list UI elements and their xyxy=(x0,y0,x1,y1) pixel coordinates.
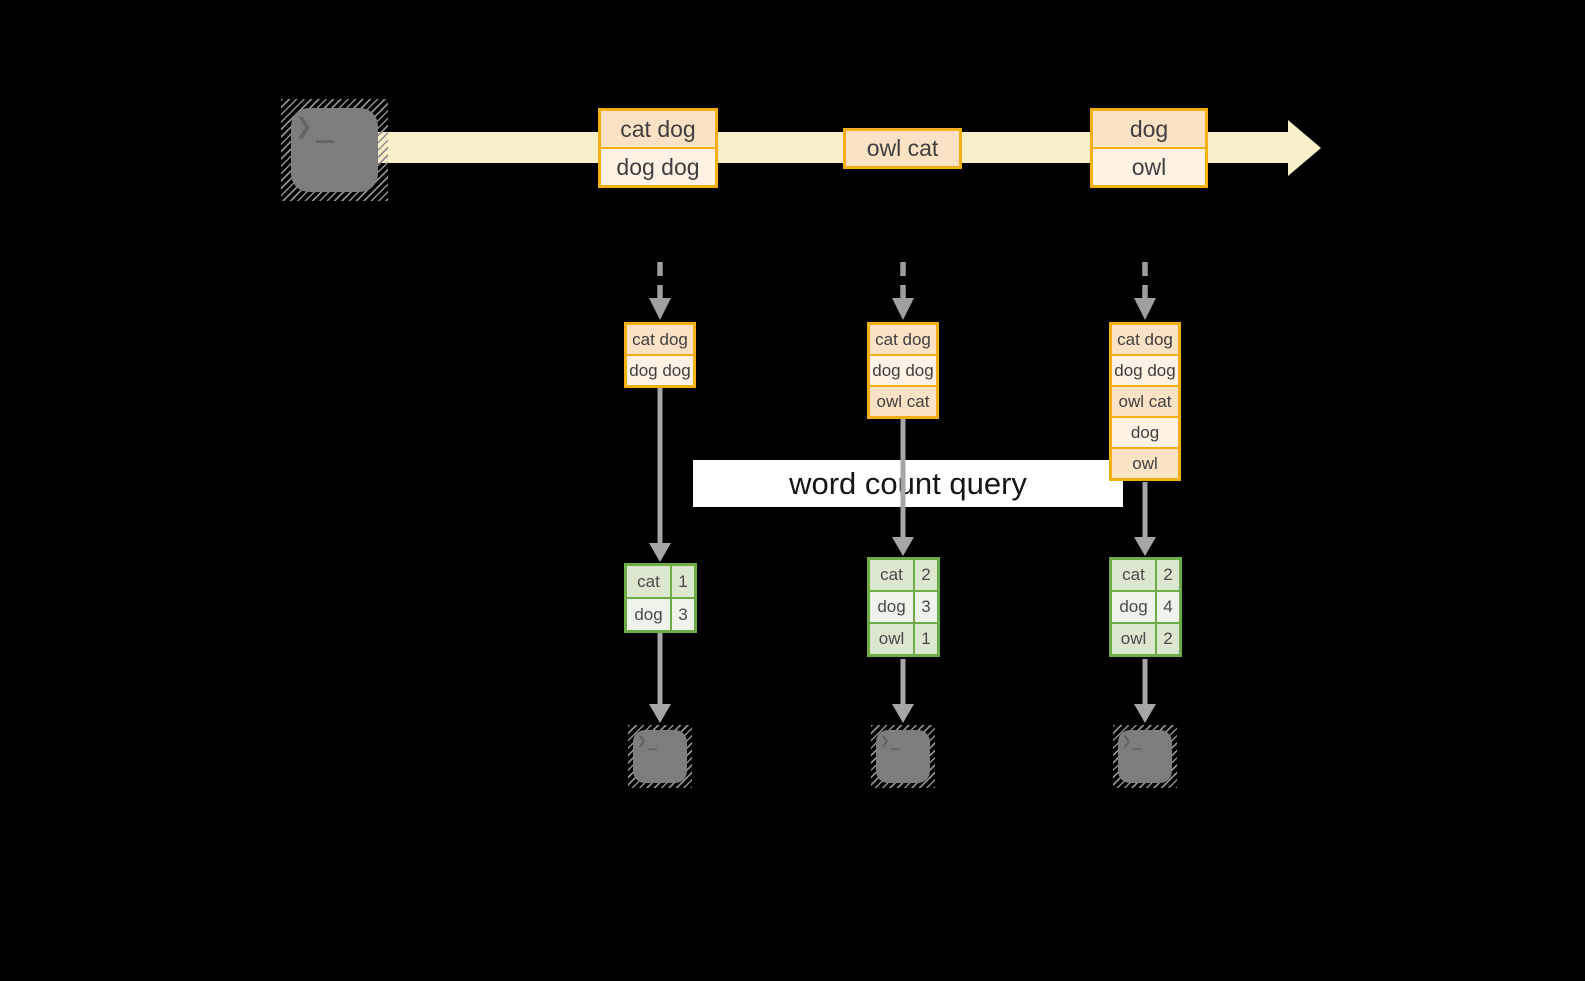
word-cell: dog xyxy=(870,592,913,622)
word-cell: cat xyxy=(1112,560,1155,590)
terminal-body xyxy=(633,730,687,783)
buffer-cell: cat dog xyxy=(870,325,936,354)
terminal-body xyxy=(876,730,930,783)
count-cell: 2 xyxy=(1157,560,1179,590)
output-terminal-icon-2: ❯_ xyxy=(871,725,935,788)
terminal-prompt-glyph: ❯_ xyxy=(295,109,338,144)
table-row: dog 4 xyxy=(1112,592,1179,622)
event-line: dog dog xyxy=(601,149,715,185)
count-table-3: cat 2 dog 4 owl 2 xyxy=(1109,557,1182,657)
terminal-prompt-glyph: ❯_ xyxy=(637,731,659,750)
count-cell: 1 xyxy=(915,624,937,654)
output-terminal-icon-3: ❯_ xyxy=(1113,725,1177,788)
buffer-cell: owl cat xyxy=(870,387,936,416)
buffer-cell: dog dog xyxy=(627,356,693,385)
word-count-query-banner: word count query xyxy=(693,460,1123,507)
buffer-cell: cat dog xyxy=(1112,325,1178,354)
event-line: cat dog xyxy=(601,111,715,147)
buffer-cell: dog dog xyxy=(870,356,936,385)
stream-arrowhead-icon xyxy=(1288,120,1321,176)
table-row: cat 2 xyxy=(1112,560,1179,590)
buffer-stack-2: cat dog dog dog owl cat xyxy=(867,322,939,419)
word-cell: dog xyxy=(1112,592,1155,622)
table-row: owl 2 xyxy=(1112,624,1179,654)
count-table-2: cat 2 dog 3 owl 1 xyxy=(867,557,940,657)
word-cell: owl xyxy=(870,624,913,654)
count-cell: 2 xyxy=(915,560,937,590)
event-line: owl xyxy=(1093,149,1205,185)
terminal-body xyxy=(1118,730,1172,783)
table-row: dog 3 xyxy=(627,599,694,630)
dashed-arrowhead-icon xyxy=(649,298,1156,320)
table-row: owl 1 xyxy=(870,624,937,654)
dashed-arrow xyxy=(657,262,1148,299)
buffer-stack-3: cat dog dog dog owl cat dog owl xyxy=(1109,322,1181,481)
source-terminal-icon: ❯_ xyxy=(281,99,388,201)
terminal-prompt-glyph: ❯_ xyxy=(1122,731,1144,750)
table-row: dog 3 xyxy=(870,592,937,622)
word-cell: dog xyxy=(627,599,670,630)
terminal-prompt-glyph: ❯_ xyxy=(880,731,902,750)
count-cell: 4 xyxy=(1157,592,1179,622)
terminal-body xyxy=(291,108,378,192)
count-cell: 3 xyxy=(915,592,937,622)
event-line: dog xyxy=(1093,111,1205,147)
buffer-cell: dog xyxy=(1112,418,1178,447)
event-line: owl cat xyxy=(846,131,959,166)
output-terminal-icon-1: ❯_ xyxy=(628,725,692,788)
stream-event-box-3: dog owl xyxy=(1090,108,1208,188)
table-row: cat 1 xyxy=(627,566,694,597)
count-cell: 1 xyxy=(672,566,694,597)
word-cell: owl xyxy=(1112,624,1155,654)
buffer-cell: owl xyxy=(1112,449,1178,478)
buffer-cell: owl cat xyxy=(1112,387,1178,416)
count-cell: 3 xyxy=(672,599,694,630)
count-table-1: cat 1 dog 3 xyxy=(624,563,697,633)
buffer-cell: cat dog xyxy=(627,325,693,354)
flow-arrow xyxy=(657,388,1148,706)
count-cell: 2 xyxy=(1157,624,1179,654)
table-row: cat 2 xyxy=(870,560,937,590)
stream-event-box-2: owl cat xyxy=(843,128,962,169)
stream-event-box-1: cat dog dog dog xyxy=(598,108,718,188)
word-cell: cat xyxy=(870,560,913,590)
buffer-cell: dog dog xyxy=(1112,356,1178,385)
word-cell: cat xyxy=(627,566,670,597)
buffer-stack-1: cat dog dog dog xyxy=(624,322,696,388)
